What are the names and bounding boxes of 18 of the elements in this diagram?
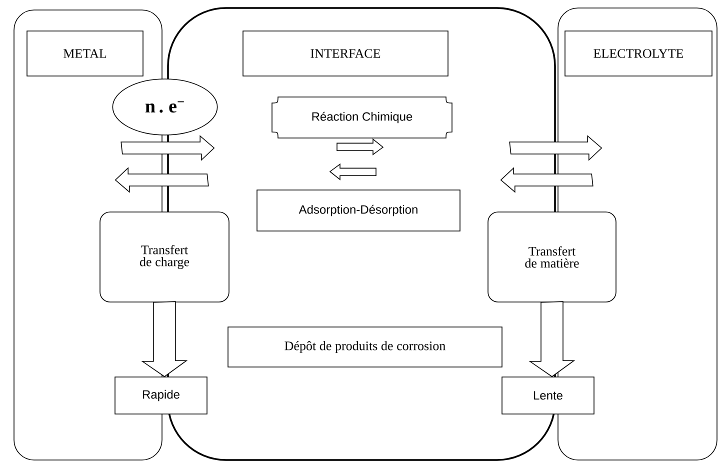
block-arrow <box>120 135 215 161</box>
block-arrow <box>509 135 602 161</box>
heading-box: METAL <box>26 30 144 76</box>
rate-box: Lente <box>502 376 594 414</box>
heading-box: INTERFACE <box>242 30 448 76</box>
block-arrow <box>114 167 209 193</box>
rounded-box: Transfert de matière <box>488 212 616 302</box>
scroll-box: Réaction Chimique <box>272 96 452 138</box>
process-box: Adsorption-Désorption <box>256 190 460 232</box>
block-arrow <box>141 301 188 378</box>
rounded-box: Transfert de charge <box>100 212 230 302</box>
block-arrow <box>336 138 384 156</box>
rate-box: Rapide <box>114 376 208 414</box>
heading-box: ELECTROLYTE <box>564 30 712 76</box>
block-arrow <box>329 163 376 180</box>
block-arrow <box>500 167 594 193</box>
block-arrow <box>528 301 576 378</box>
process-box: Dépôt de produits de corrosion <box>228 326 502 368</box>
